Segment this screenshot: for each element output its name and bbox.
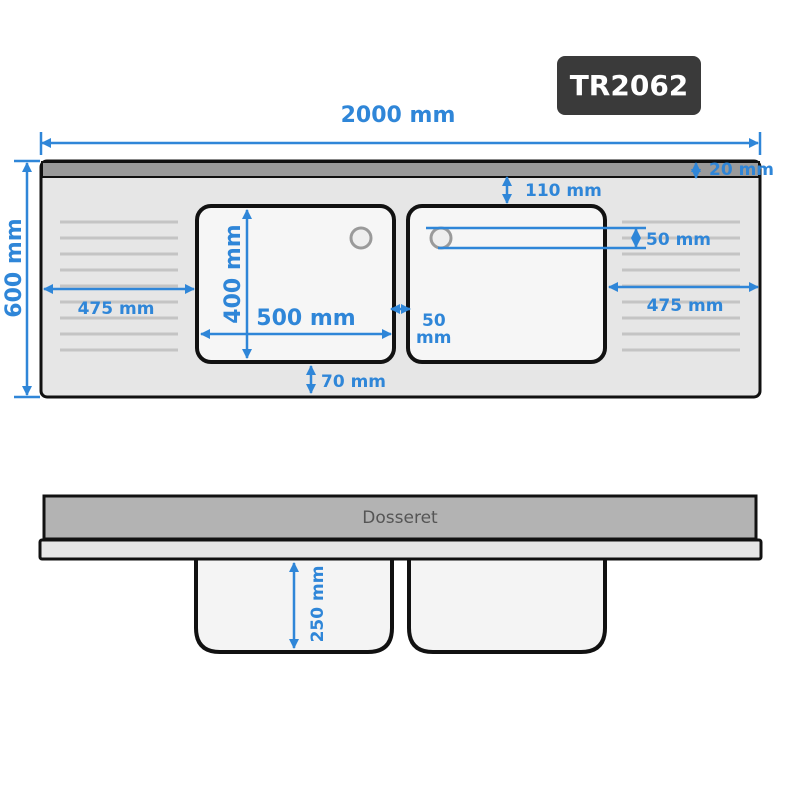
left-drain-hole — [349, 226, 373, 250]
right-bowl — [406, 204, 607, 364]
sink-outline-top — [39, 159, 762, 399]
overall-depth-label: 600 mm — [2, 218, 27, 317]
drain-offset-label: 50 mm — [646, 230, 711, 250]
side-view: Dosseret 250 mm — [38, 494, 763, 654]
bottom-margin-label: 70 mm — [321, 372, 386, 392]
bowl-gap-label: 50 mm — [416, 311, 452, 348]
backsplash-strip-top — [41, 161, 760, 178]
right-drain-hole — [429, 226, 453, 250]
top-margin-label: 110 mm — [525, 181, 602, 201]
bowl-width-label: 500 mm — [256, 306, 355, 331]
right-drainer-grooves — [622, 220, 740, 352]
bowl-gap-unit: mm — [416, 328, 451, 348]
backsplash-label: Dosseret — [362, 508, 438, 528]
model-badge: TR2062 — [557, 56, 701, 115]
bowl-depth-label: 250 mm — [308, 566, 328, 643]
backsplash-side — [42, 494, 758, 541]
worktop-side — [38, 538, 763, 561]
right-drainer-label: 475 mm — [647, 296, 724, 316]
backsplash-height-label: 20 mm — [709, 160, 774, 180]
left-drainer-label: 475 mm — [78, 299, 155, 319]
bowl-gap-value: 50 — [422, 311, 446, 331]
bowl-height-label: 400 mm — [221, 224, 246, 323]
overall-width-label: 2000 mm — [341, 103, 456, 128]
top-view: 2000 mm 600 mm 20 mm 110 mm 475 mm 475 m… — [2, 103, 774, 399]
right-bowl-side — [407, 556, 607, 654]
